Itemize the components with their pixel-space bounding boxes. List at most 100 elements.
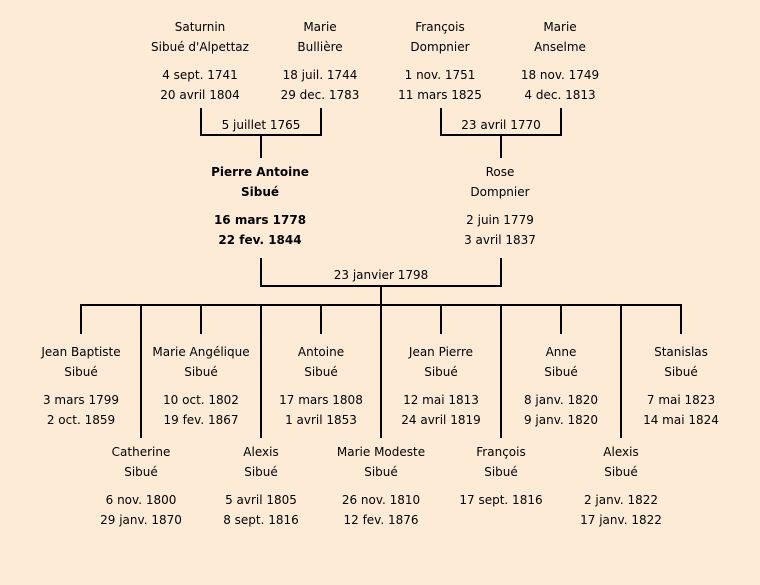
person-first-name: Jean Baptiste xyxy=(41,345,121,359)
person-box[interactable]: Jean Baptiste Sibué 3 mars 1799 2 oct. 1… xyxy=(16,342,146,430)
death-date: 2 oct. 1859 xyxy=(46,413,116,427)
birth-date: 17 sept. 1816 xyxy=(459,493,543,507)
connector-line xyxy=(80,304,82,334)
birth-date: 2 juin 1779 xyxy=(466,213,534,227)
person-last-name: Sibué xyxy=(424,365,458,379)
person-box[interactable]: Saturnin Sibué d'Alpettaz 4 sept. 1741 2… xyxy=(135,17,265,105)
person-box[interactable]: Catherine Sibué 6 nov. 1800 29 janv. 187… xyxy=(76,442,206,530)
connector-line xyxy=(320,108,322,136)
person-last-name: Sibué xyxy=(304,365,338,379)
person-first-name: Stanislas xyxy=(654,345,708,359)
person-last-name: Sibué xyxy=(240,185,280,199)
connector-line xyxy=(680,304,682,334)
birth-date: 1 nov. 1751 xyxy=(404,68,476,82)
death-date: 11 mars 1825 xyxy=(398,88,482,102)
death-date: 3 avril 1837 xyxy=(464,233,536,247)
birth-date: 16 mars 1778 xyxy=(213,213,307,227)
marriage-date: 5 juillet 1765 xyxy=(221,118,301,132)
person-first-name: François xyxy=(415,20,465,34)
death-date: 19 fev. 1867 xyxy=(163,413,239,427)
death-date: 1 avril 1853 xyxy=(285,413,357,427)
person-first-name: Catherine xyxy=(111,445,171,459)
connector-line xyxy=(260,304,262,438)
person-box[interactable]: Marie Anselme 18 nov. 1749 4 dec. 1813 xyxy=(495,17,625,105)
connector-line xyxy=(200,304,202,334)
person-box[interactable]: Pierre Antoine Sibué 16 mars 1778 22 fev… xyxy=(195,162,325,250)
death-date: 20 avril 1804 xyxy=(160,88,240,102)
connector-line xyxy=(620,304,622,438)
person-last-name: Sibué xyxy=(664,365,698,379)
person-last-name: Dompnier xyxy=(410,40,470,54)
person-first-name: Saturnin xyxy=(174,20,226,34)
connector-line xyxy=(440,108,442,136)
person-last-name: Sibué xyxy=(364,465,398,479)
person-box[interactable]: Marie Modeste Sibué 26 nov. 1810 12 fev.… xyxy=(316,442,446,530)
person-first-name: Marie Angélique xyxy=(152,345,250,359)
person-box[interactable]: François Sibué 17 sept. 1816 xyxy=(436,442,566,510)
person-first-name: Marie xyxy=(303,20,337,34)
marriage-date: 23 avril 1770 xyxy=(461,118,541,132)
connector-line xyxy=(560,304,562,334)
birth-date: 2 janv. 1822 xyxy=(583,493,659,507)
birth-date: 10 oct. 1802 xyxy=(163,393,239,407)
birth-date: 18 juil. 1744 xyxy=(282,68,358,82)
person-first-name: Alexis xyxy=(603,445,639,459)
person-first-name: Marie Modeste xyxy=(336,445,426,459)
person-box[interactable]: Marie Angélique Sibué 10 oct. 1802 19 fe… xyxy=(136,342,266,430)
birth-date: 12 mai 1813 xyxy=(403,393,479,407)
death-date: 29 dec. 1783 xyxy=(280,88,360,102)
connector-line xyxy=(260,258,262,287)
person-box[interactable]: Rose Dompnier 2 juin 1779 3 avril 1837 xyxy=(435,162,565,250)
person-box[interactable]: Jean Pierre Sibué 12 mai 1813 24 avril 1… xyxy=(376,342,506,430)
marriage-date: 23 janvier 1798 xyxy=(333,268,429,282)
person-last-name: Dompnier xyxy=(470,185,530,199)
connector-line xyxy=(200,108,202,136)
death-date: 8 sept. 1816 xyxy=(223,513,299,527)
death-date: 12 fev. 1876 xyxy=(343,513,419,527)
birth-date: 4 sept. 1741 xyxy=(162,68,238,82)
person-first-name: Pierre Antoine xyxy=(211,165,309,179)
death-date: 17 janv. 1822 xyxy=(580,513,662,527)
person-last-name: Sibué xyxy=(124,465,158,479)
person-box[interactable]: François Dompnier 1 nov. 1751 11 mars 18… xyxy=(375,17,505,105)
birth-date: 3 mars 1799 xyxy=(42,393,120,407)
birth-date: 26 nov. 1810 xyxy=(341,493,421,507)
connector-line xyxy=(560,108,562,136)
person-box[interactable]: Anne Sibué 8 janv. 1820 9 janv. 1820 xyxy=(496,342,626,430)
connector-line xyxy=(500,134,502,158)
birth-date: 18 nov. 1749 xyxy=(520,68,600,82)
person-box[interactable]: Stanislas Sibué 7 mai 1823 14 mai 1824 xyxy=(616,342,746,430)
person-box[interactable]: Marie Bullière 18 juil. 1744 29 dec. 178… xyxy=(255,17,385,105)
connector-line xyxy=(140,304,142,438)
birth-date: 5 avril 1805 xyxy=(225,493,297,507)
person-last-name: Sibué d'Alpettaz xyxy=(151,40,249,54)
death-date: 14 mai 1824 xyxy=(643,413,719,427)
person-last-name: Sibué xyxy=(544,365,578,379)
birth-date: 17 mars 1808 xyxy=(279,393,363,407)
person-last-name: Sibué xyxy=(184,365,218,379)
person-first-name: Anne xyxy=(545,345,577,359)
person-box[interactable]: Alexis Sibué 5 avril 1805 8 sept. 1816 xyxy=(196,442,326,530)
person-last-name: Bullière xyxy=(297,40,343,54)
person-last-name: Sibué xyxy=(604,465,638,479)
person-last-name: Sibué xyxy=(484,465,518,479)
person-first-name: Jean Pierre xyxy=(408,345,474,359)
person-last-name: Sibué xyxy=(64,365,98,379)
connector-line xyxy=(320,304,322,334)
person-last-name: Sibué xyxy=(244,465,278,479)
birth-date: 8 janv. 1820 xyxy=(523,393,599,407)
person-first-name: François xyxy=(476,445,526,459)
person-box[interactable]: Antoine Sibué 17 mars 1808 1 avril 1853 xyxy=(256,342,386,430)
connector-line xyxy=(500,258,502,287)
person-first-name: Alexis xyxy=(243,445,279,459)
person-first-name: Marie xyxy=(543,20,577,34)
death-date: 24 avril 1819 xyxy=(401,413,481,427)
connector-line xyxy=(260,134,262,158)
person-box[interactable]: Alexis Sibué 2 janv. 1822 17 janv. 1822 xyxy=(556,442,686,530)
birth-date: 7 mai 1823 xyxy=(646,393,716,407)
birth-date: 6 nov. 1800 xyxy=(105,493,177,507)
death-date: 4 dec. 1813 xyxy=(524,88,596,102)
death-date: 9 janv. 1820 xyxy=(523,413,599,427)
person-first-name: Antoine xyxy=(297,345,345,359)
connector-line xyxy=(380,304,382,438)
